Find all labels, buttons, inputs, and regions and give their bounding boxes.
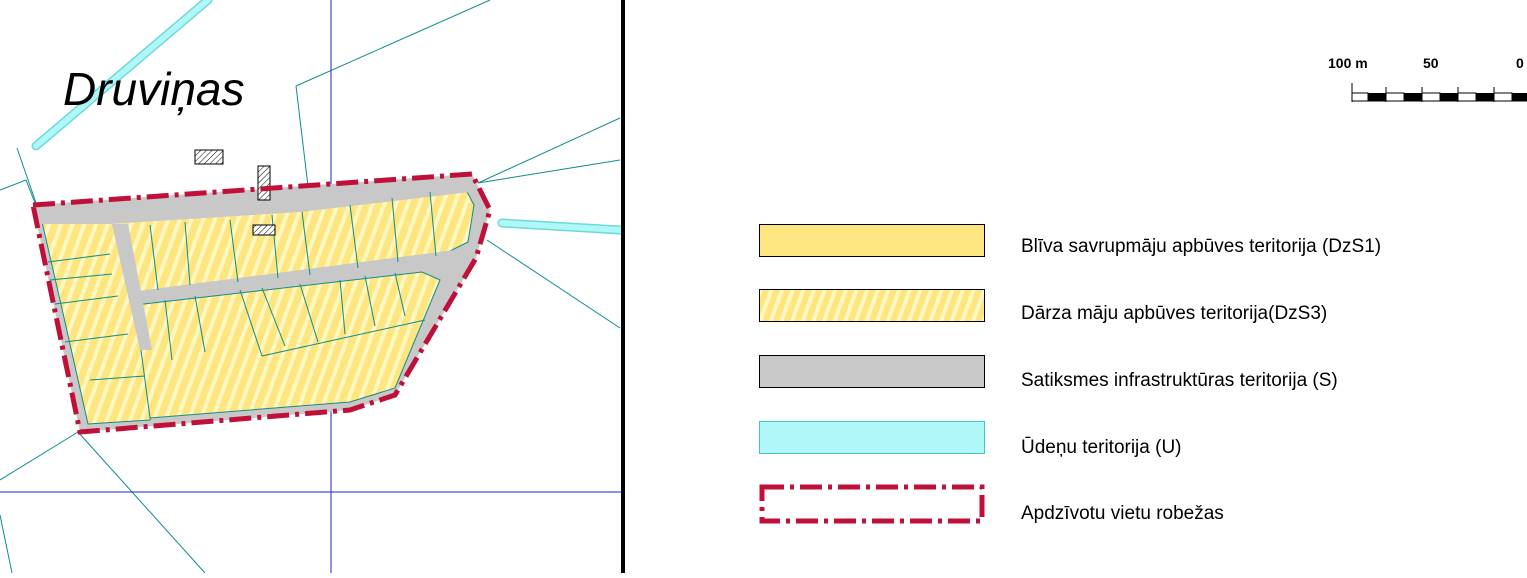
legend-label-boundary: Apdzīvotu vietu robežas [1021,503,1224,524]
settlement-boundary [29,171,493,435]
legend-swatch-dzs3 [759,289,985,322]
road-main [33,178,472,224]
map-canvas [0,0,625,574]
scale-label-100: 100 m [1328,55,1368,71]
legend-label-dzs1: Blīva savrupmāju apbūves teritorija (DzS… [1021,236,1382,257]
legend-label-u: Ūdeņu teritorija (U) [1021,437,1182,458]
scale-label-0: 0 [1516,55,1524,71]
panel-divider [621,0,625,573]
interior-parcel-lines [47,191,437,381]
buildings [194,149,276,236]
legend-panel: 100 m 50 0 [625,0,1527,573]
legend-label-dzs3: Dārza māju apbūves teritorija(DzS3) [1021,303,1328,324]
scale-label-50: 50 [1423,55,1439,71]
place-name-label: Druviņas [63,63,245,115]
scale-bar-graphic [1351,83,1527,102]
road-cross [130,248,470,302]
road-vertical [112,224,152,350]
legend-swatch-s [759,355,985,388]
map-panel[interactable]: Druviņas [0,0,625,574]
outer-parcel-lines [0,0,621,574]
settlement-area[interactable] [33,174,490,432]
legend-swatch-boundary [759,484,985,524]
legend-label-s: Satiksmes infrastruktūras teritorija (S) [1021,370,1338,391]
legend-swatch-u [759,421,985,454]
legend-swatch-dzs1 [759,224,985,257]
dzs3-zone-south [134,271,441,419]
